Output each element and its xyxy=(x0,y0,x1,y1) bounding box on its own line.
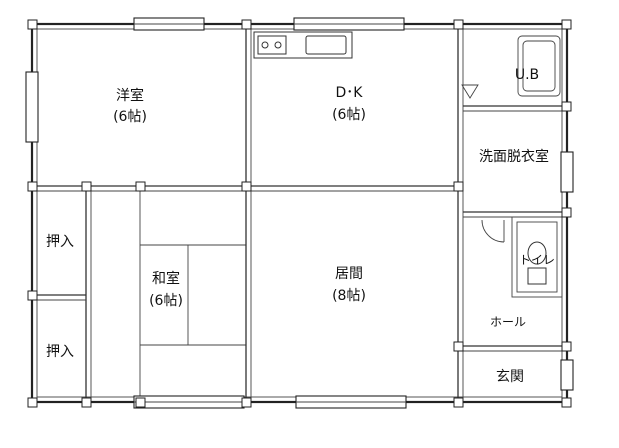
living-room-name: 居間 xyxy=(335,266,363,282)
western-room-size: (6帖) xyxy=(113,109,147,125)
western-room-name: 洋室 xyxy=(116,87,144,104)
posts xyxy=(27,19,572,408)
door-swing xyxy=(461,84,505,243)
japanese-room-size: (6帖) xyxy=(149,293,183,309)
outer-walls xyxy=(30,22,569,404)
dk-room-size: (6帖) xyxy=(332,107,366,123)
ub-room-name: U.B xyxy=(515,67,539,83)
toilet-name: トイレ xyxy=(519,253,555,267)
hall-name: ホール xyxy=(490,315,526,329)
kitchen-counter xyxy=(253,31,353,59)
washroom-name: 洗面脱衣室 xyxy=(479,148,549,165)
room-labels: 洋室 (6帖) D･K (6帖) U.B 洗面脱衣室 押入 押入 和室 (6帖)… xyxy=(46,67,555,385)
closet-lower-name: 押入 xyxy=(46,344,74,360)
closet-upper-name: 押入 xyxy=(46,234,74,250)
entrance-name: 玄関 xyxy=(496,368,524,385)
windows xyxy=(25,17,574,409)
dk-room-name: D･K xyxy=(336,85,364,101)
toilet-fixture xyxy=(527,241,547,285)
interior-walls xyxy=(32,24,567,402)
living-room-size: (8帖) xyxy=(332,288,366,304)
japanese-room-name: 和室 xyxy=(152,270,180,287)
